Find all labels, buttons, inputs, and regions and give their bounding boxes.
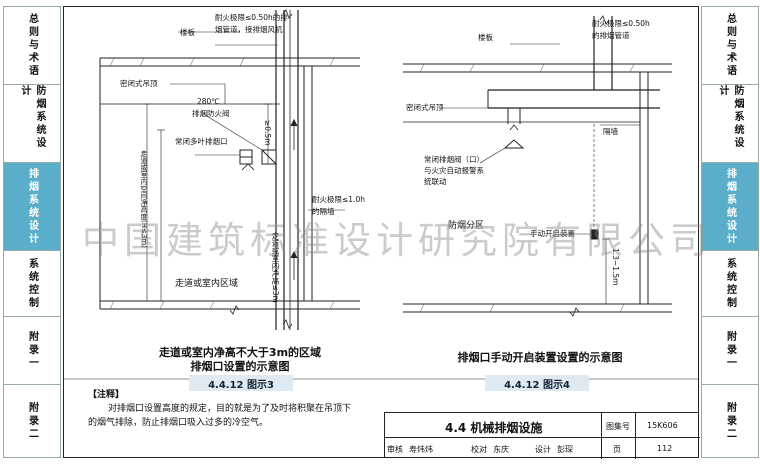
fig3-vent-label: 常闭多叶排烟口 [175,137,228,146]
sidebar-right-tab-3[interactable]: 排烟系统设计 [701,162,759,250]
tab-label: 排烟系统设计 [724,167,736,246]
watermark: 中国建筑标准设计研究院有限公司 [82,219,712,262]
checker-name: 东庆 [493,445,509,454]
fig3-height-label: 走道或室内净高≤3m [271,232,280,303]
sidebar-left-tab-1[interactable]: 总则与术语 [3,6,61,84]
check-label: 校对 [471,445,487,454]
sidebar-right-tab-4[interactable]: 系统控制 [701,250,759,316]
design-label: 设计 [535,445,551,454]
tab-label: 系统控制 [724,257,736,310]
sidebar-left-tab-3[interactable]: 排烟系统设计 [3,162,61,250]
tab-label: 系统控制 [26,257,38,310]
page-number: 112 [657,444,673,453]
fig4-badge: 4.4.12 图示4 [485,375,589,391]
fig4-ceiling-label: 密闭式吊顶 [406,103,444,112]
notes-line-1: 对排烟口设置高度的规定，目的就是为了及时将积聚在吊顶下 [108,404,352,414]
fig4-vent-label-2: 与火灾自动报警系 [424,166,484,175]
fig4-vent-label-3: 统联动 [424,177,447,186]
sidebar-left: 总则与术语 防烟系统设计 排烟系统设计 系统控制 附录一 附录二 [3,6,61,458]
page-label: 页 [613,445,621,454]
fig4-manual-label: 手动开启装置 [530,229,575,238]
tab-label: 防烟系统设计 [19,85,45,150]
sidebar-right: 总则与术语 防烟系统设计 排烟系统设计 系统控制 附录一 附录二 [701,6,759,458]
sidebar-right-tab-5[interactable]: 附录一 [701,316,759,384]
fig3-dim-top: ≥0.5m [263,120,272,146]
reviewer-name: 寿炜炜 [409,445,433,454]
section-title: 4.4 机械排烟设施 [445,421,543,435]
fig3-wall-note: 耐火极限≤1.0h [312,195,365,204]
notes-title: 【注释】 [88,390,125,400]
fig3-duct-note-2: 烟管道，接排烟风机 [215,25,283,34]
sidebar-left-tab-4[interactable]: 系统控制 [3,250,61,316]
tab-label: 总则与术语 [724,13,736,78]
fig3-clear-height: 走道或室内空间净高度(H≤3m) [140,150,148,248]
atlas-label: 图集号 [606,422,630,431]
fig3-damper-temp: 280℃ [197,97,220,106]
fig4-caption: 排烟口手动开启装置设置的示意图 [457,351,623,364]
fig3-badge: 4.4.12 图示3 [189,375,293,391]
sidebar-right-tab-1[interactable]: 总则与术语 [701,6,759,84]
fig3-caption-1: 走道或室内净高不大于3m的区域 [158,346,322,359]
fig3-area-label: 走道或室内区域 [175,279,239,289]
tab-label: 附录一 [724,331,736,370]
designer-name: 彭琛 [557,445,573,454]
fig4-slab-label: 楼板 [478,33,493,42]
sidebar-left-tab-5[interactable]: 附录一 [3,316,61,384]
sidebar-left-tab-6[interactable]: 附录二 [3,384,61,458]
fig3-slab-label: 楼板 [180,28,195,37]
atlas-number: 15K606 [647,421,678,430]
sidebar-left-tab-2[interactable]: 防烟系统设计 [3,84,61,162]
tab-label: 排烟系统设计 [26,167,38,246]
tab-label: 附录二 [26,401,38,441]
fig3-ceiling-label: 密闭式吊顶 [120,79,158,88]
fig3-caption-2: 排烟口设置的示意图 [190,360,290,373]
tab-label: 附录二 [724,401,736,441]
fig4-wall-label: 隔墙 [603,127,618,136]
title-block: 4.4 机械排烟设施 图集号 15K606 审核 寿炜炜 校对 东庆 设计 彭琛… [384,412,700,459]
fig4-duct-note-2: 的排烟管道 [592,31,630,40]
fig3-duct-note: 耐火极限≤0.50h的排 [215,13,288,22]
fig3-wall-label: 的隔墙 [312,207,335,216]
sidebar-right-tab-6[interactable]: 附录二 [701,384,759,458]
tab-label: 防烟系统设计 [717,85,743,150]
sheet-frame [63,6,699,458]
tab-label: 附录一 [26,331,38,370]
fig4-duct-note: 耐火极限≤0.50h [592,19,650,28]
sidebar-right-tab-2[interactable]: 防烟系统设计 [701,84,759,162]
notes-block: 【注释】 对排烟口设置高度的规定，目的就是为了及时将积聚在吊顶下 的烟气排除，防… [88,388,373,430]
notes-line-2: 的烟气排除，防止排烟口吸入过多的冷空气。 [88,418,269,428]
fig4-height-dim: 1.3~1.5m [611,248,620,286]
tab-label: 总则与术语 [26,13,38,78]
fig3-damper-label: 排烟防火阀 [192,109,230,118]
review-label: 审核 [387,445,403,454]
fig4-zone-label: 防烟分区 [448,221,485,231]
fig4-vent-label: 常闭排烟阀（口） [424,155,484,164]
